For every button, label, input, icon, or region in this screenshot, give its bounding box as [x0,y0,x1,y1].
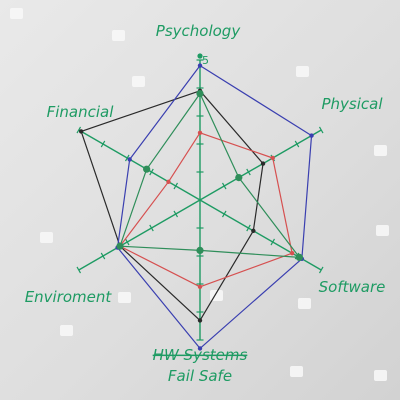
axis-tick [246,168,251,176]
series-polygon [119,132,293,288]
axis-tick [294,140,300,148]
series-point [127,157,132,162]
series-point [197,63,203,68]
axis-tick [318,126,324,134]
axis-line [78,199,201,271]
light-reflection [374,370,387,381]
axis-tick [173,210,179,218]
axis-label-financial: Financial [47,103,115,121]
axis-label-software: Software [319,278,386,296]
light-reflection [112,30,125,41]
series-point [197,346,203,351]
series-polygon [80,90,264,321]
series-point [235,174,243,182]
series-point [309,133,314,138]
axis-line [199,129,322,201]
series-point [251,228,256,233]
axis-tick [246,224,251,232]
axis-label-enviroment: Enviroment [25,288,113,306]
axis-tick [221,182,227,190]
light-reflection [374,145,387,156]
axis-tick [124,154,130,162]
axis-tick [173,182,179,190]
series-point [143,165,151,173]
axis-tick [221,210,227,218]
series-point [295,253,304,261]
light-reflection [298,298,311,309]
series-point [197,130,203,135]
labels-layer: Psychology Physical Software Fail Safe H… [25,22,386,385]
series-point [166,179,171,184]
axis-label-hw-systems-struck: HW Systems [153,346,248,364]
light-reflection [210,290,223,301]
axis-tick [318,266,324,274]
series-point [289,251,295,256]
series-point [260,161,266,166]
light-reflection [290,366,303,377]
light-reflection [10,8,23,19]
series-point [197,284,203,289]
series-point [116,242,124,250]
axis-end-dot [197,53,203,59]
series-point [196,90,204,98]
axis-tick [124,238,130,246]
series-layer [78,63,314,351]
axis-label-fail-safe: Fail Safe [168,367,232,385]
light-reflection [40,232,53,243]
axis-tick [76,266,82,274]
light-reflection [60,325,73,336]
axis-label-physical: Physical [321,95,383,113]
axis-tick [149,168,154,176]
axis-line [78,129,201,201]
axis-tick [149,224,154,232]
light-reflection [376,225,389,236]
axis-tick [100,252,106,260]
series-polygon [119,92,301,258]
axis-label-psychology: Psychology [156,22,242,40]
light-reflection [296,66,309,77]
light-reflection [132,76,145,87]
light-reflection [118,292,131,303]
series-point [196,246,204,254]
axis-tick [270,238,276,246]
series-point [270,155,275,161]
series-point [78,129,84,134]
axis-tick [100,140,106,148]
series-point [197,318,203,323]
max-tick-label: 5 [202,54,209,67]
axis-tick [76,126,82,134]
